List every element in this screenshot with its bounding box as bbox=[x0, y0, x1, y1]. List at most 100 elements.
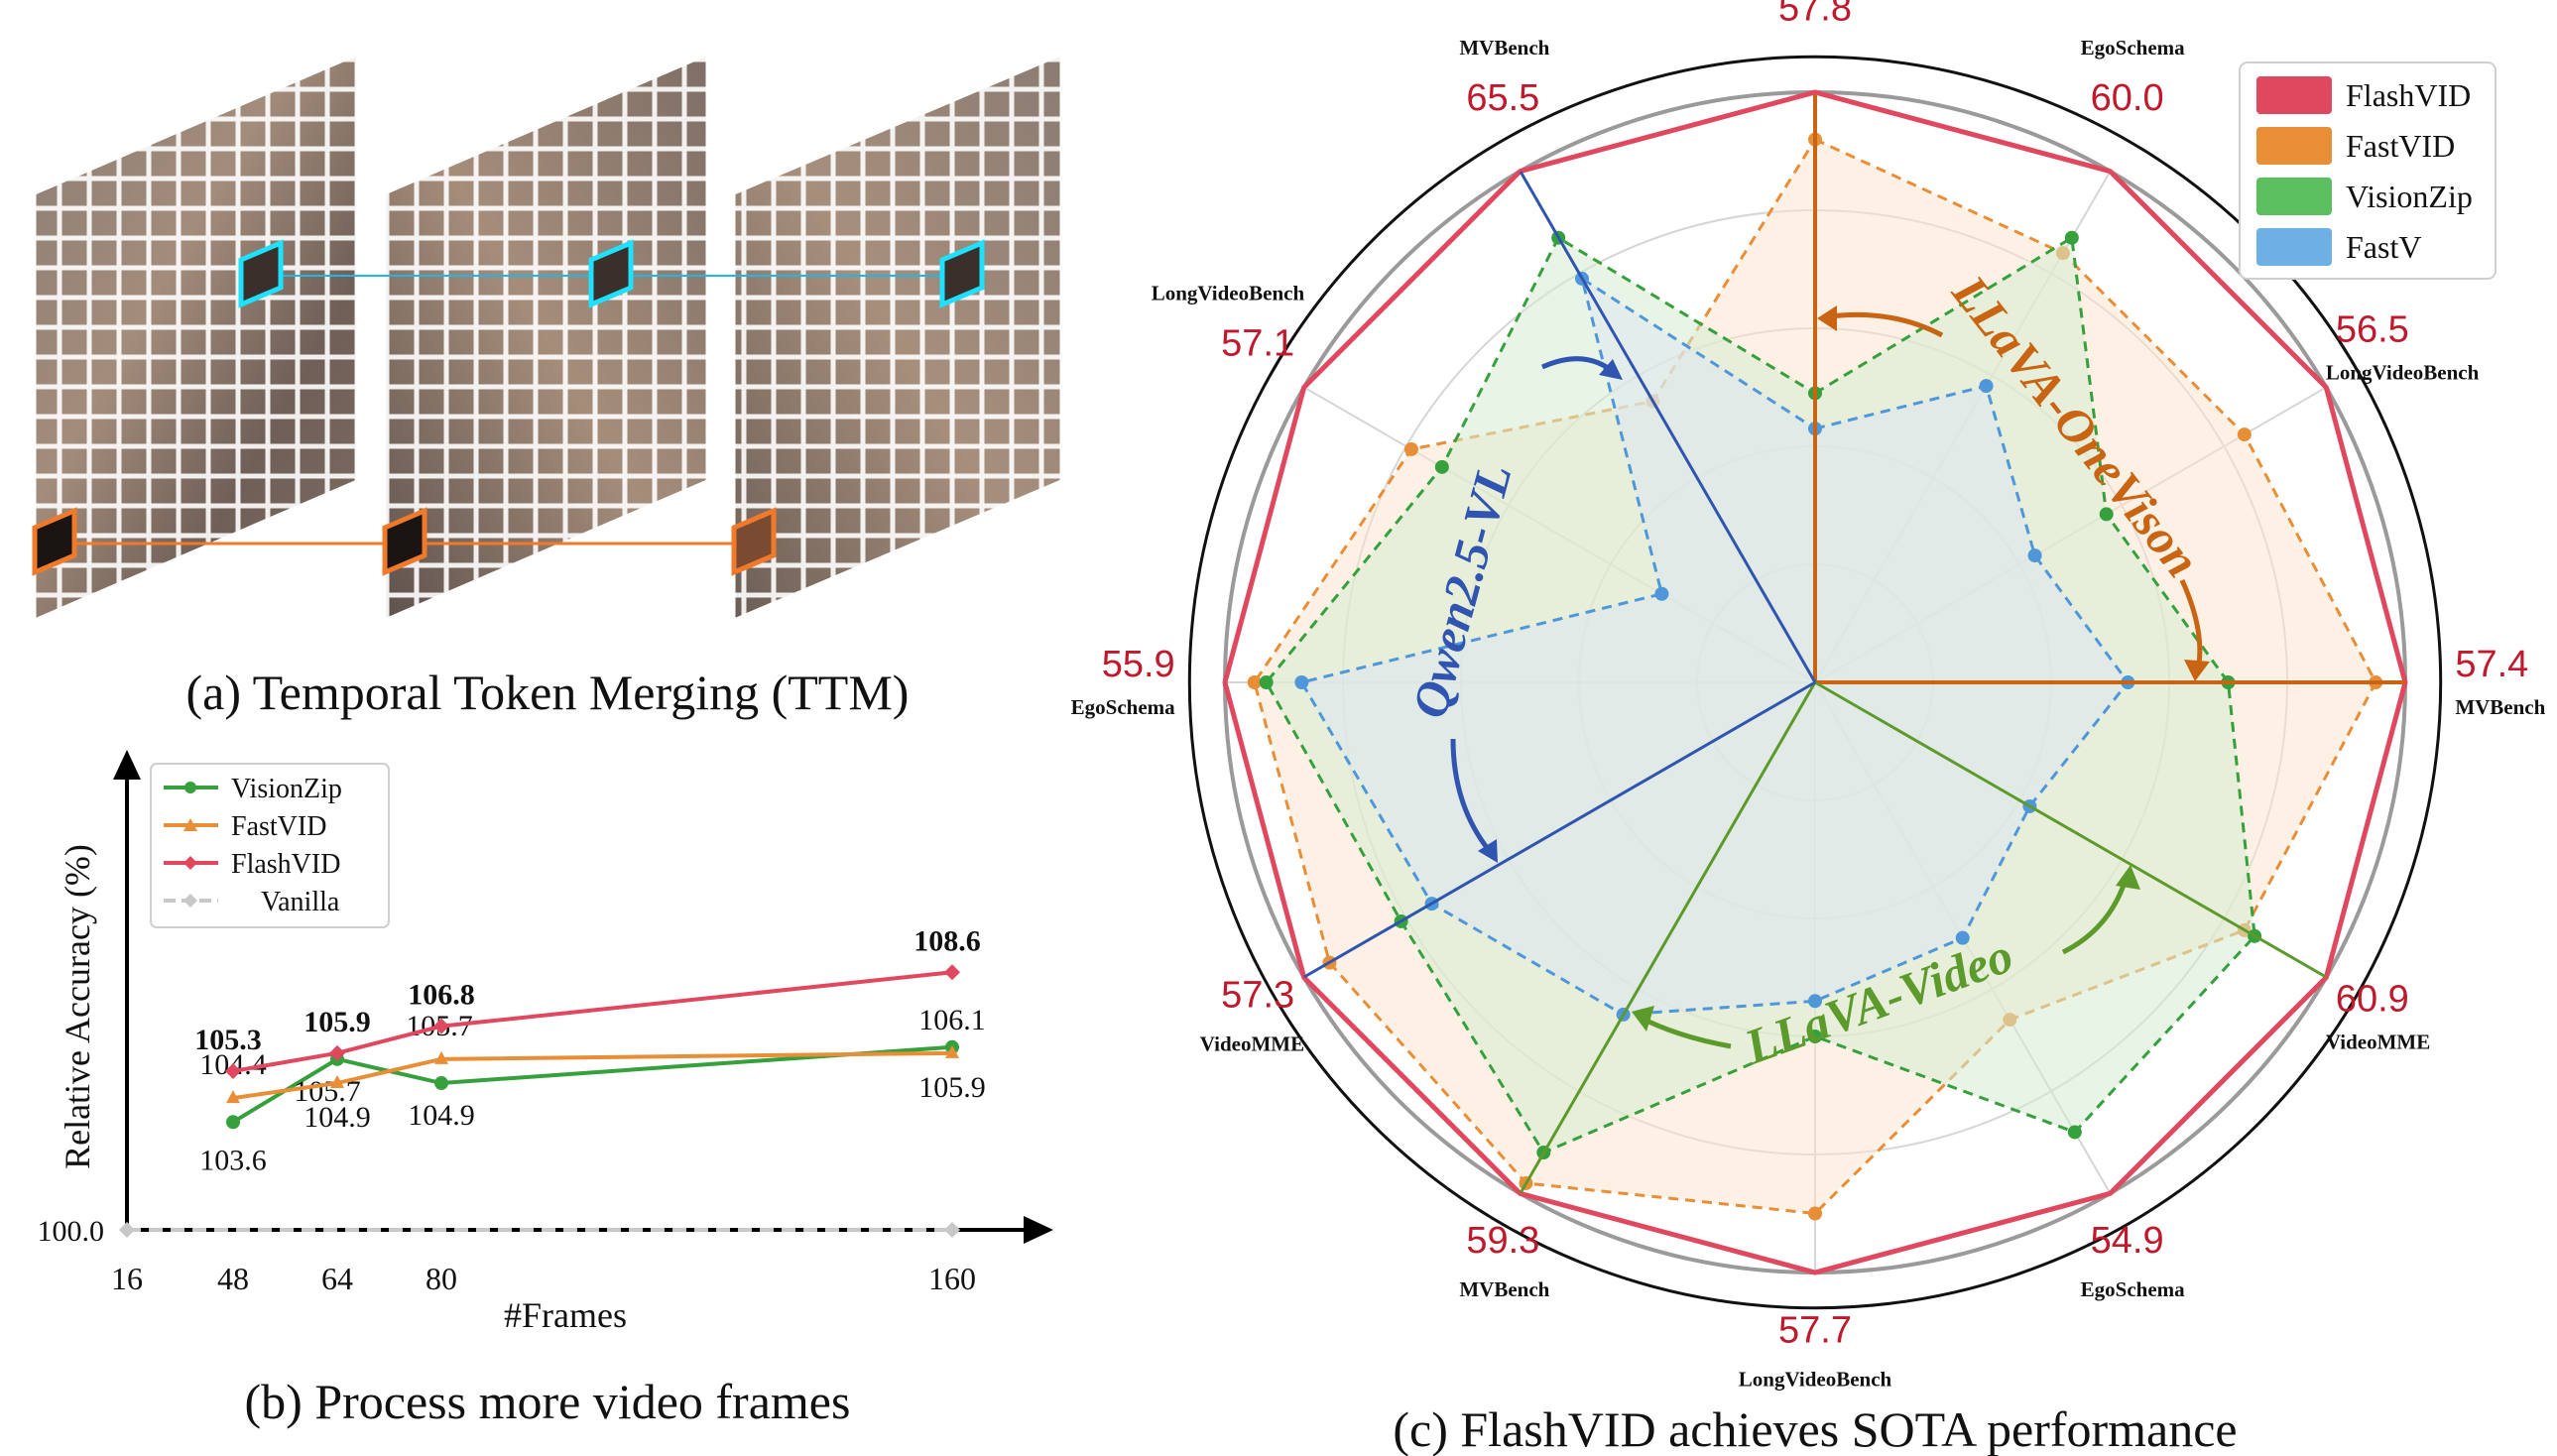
data-point bbox=[944, 964, 960, 981]
radar-series-fastv bbox=[1299, 275, 2131, 1017]
data-label: 106.1 bbox=[918, 1004, 986, 1036]
radar-axis-labels: 57.8VideoMME60.0EgoSchema56.5LongVideoBe… bbox=[1071, 0, 2546, 1391]
axis-name-label: LongVideoBench bbox=[1739, 1367, 1892, 1391]
line-chart-legend: VisionZip FastVID FlashVID Vanilla bbox=[150, 763, 390, 928]
qwen-arrow-bottom bbox=[1450, 738, 1495, 857]
axis-name-label: LongVideoBench bbox=[1152, 281, 1305, 304]
axis-value-label: 55.9 bbox=[1102, 644, 1175, 685]
axis-value-label: 56.5 bbox=[2336, 308, 2409, 350]
data-point bbox=[434, 1050, 448, 1064]
axis-name-label: VideoMME bbox=[1200, 1032, 1304, 1056]
line-chart-series: 103.6105.7104.9106.1104.4104.9105.7105.9… bbox=[119, 924, 986, 1238]
radar-point bbox=[2067, 1125, 2082, 1140]
video-frame-2 bbox=[383, 52, 709, 623]
qwen-axis-line-1 bbox=[1519, 171, 1817, 683]
radar-point bbox=[2027, 548, 2042, 563]
axis-name-label: VideoMME bbox=[2326, 1031, 2430, 1054]
radar-legend-fastvid: FastVID bbox=[2346, 128, 2455, 164]
data-point bbox=[226, 1090, 240, 1104]
data-point bbox=[119, 1222, 135, 1238]
data-label: 106.8 bbox=[408, 979, 475, 1012]
y-baseline-label: 100.0 bbox=[38, 1215, 105, 1248]
axis-value-label: 65.5 bbox=[1466, 77, 1539, 119]
radar-point bbox=[2064, 230, 2079, 245]
legend-visionzip-marker bbox=[184, 782, 196, 793]
y-axis-label: Relative Accuracy (%) bbox=[58, 844, 97, 1169]
panel-a-caption: (a) Temporal Token Merging (TTM) bbox=[186, 665, 910, 720]
cyan-token-3 bbox=[939, 239, 985, 308]
radar-point bbox=[1434, 459, 1449, 474]
cyan-token-1 bbox=[238, 239, 284, 308]
radar-point bbox=[1808, 1030, 1822, 1043]
axis-name-label: MVBench bbox=[1459, 36, 1549, 60]
video-frame-3 bbox=[732, 52, 1063, 623]
panel-b: Relative Accuracy (%) #Frames 100.0 16 48… bbox=[38, 750, 1053, 1429]
data-point bbox=[945, 1044, 959, 1058]
qwen-axis-line-2 bbox=[1303, 680, 1816, 979]
data-point bbox=[944, 1222, 960, 1238]
x-tick-label: 80 bbox=[426, 1261, 457, 1296]
x-axis-label: #Frames bbox=[504, 1295, 627, 1335]
radar-point bbox=[1979, 379, 1994, 394]
radar-point bbox=[1955, 930, 1970, 945]
radar-series-flashvid bbox=[1222, 89, 2408, 1275]
panel-c: LLaVA-OneVison LLaVA-Video Qwen2.5-VL 57… bbox=[1071, 0, 2546, 1456]
data-point bbox=[225, 1062, 241, 1079]
axis-value-label: 57.4 bbox=[2455, 644, 2528, 685]
axis-value-label: 54.9 bbox=[2091, 1220, 2164, 1262]
axis-name-label: EgoSchema bbox=[1071, 695, 1176, 719]
x-tick-label: 48 bbox=[217, 1261, 249, 1296]
data-point bbox=[330, 1075, 344, 1089]
x-tick-labels: 16 48 64 80 160 bbox=[111, 1261, 976, 1296]
data-label: 104.9 bbox=[304, 1101, 371, 1134]
radar-point bbox=[2099, 507, 2114, 522]
panel-b-caption: (b) Process more video frames bbox=[245, 1374, 851, 1429]
radar-point bbox=[1403, 441, 1418, 456]
data-label: 105.9 bbox=[918, 1071, 986, 1104]
legend-visionzip-swatch bbox=[2256, 178, 2332, 215]
axis-value-label: 57.7 bbox=[1778, 1309, 1852, 1351]
legend-flashvid-swatch bbox=[2256, 76, 2332, 114]
panel-a: (a) Temporal Token Merging (TTM) bbox=[32, 52, 1063, 720]
axis-name-label: MVBench bbox=[1459, 1277, 1549, 1301]
x-tick-label: 160 bbox=[928, 1261, 976, 1296]
orange-token-2 bbox=[382, 507, 427, 576]
llavavideo-axis-line-1 bbox=[1814, 680, 2327, 979]
radar-legend-visionzip: VisionZip bbox=[2346, 179, 2473, 214]
x-axis-arrow bbox=[1024, 1216, 1053, 1244]
legend-vanilla-marker bbox=[183, 894, 197, 908]
legend-fastvid: FastVID bbox=[231, 811, 326, 842]
legend-box bbox=[150, 763, 390, 928]
data-point bbox=[434, 1076, 448, 1091]
series-line-fastvid bbox=[232, 1050, 953, 1101]
data-label: 108.6 bbox=[913, 924, 981, 957]
llavavideo-axis-line-2 bbox=[1519, 681, 1817, 1194]
orange-token-1 bbox=[32, 507, 77, 576]
axis-name-label: LongVideoBench bbox=[2326, 360, 2480, 384]
orange-token-3 bbox=[731, 507, 777, 576]
radar-point bbox=[1808, 1206, 1822, 1221]
data-label: 105.3 bbox=[194, 1024, 262, 1056]
data-point bbox=[433, 1018, 449, 1034]
axis-name-label: EgoSchema bbox=[2081, 1277, 2186, 1301]
data-label: 105.9 bbox=[304, 1006, 371, 1038]
axis-name-label: EgoSchema bbox=[2081, 36, 2186, 60]
x-tick-label: 16 bbox=[111, 1261, 143, 1296]
panel-c-caption: (c) FlashVID achieves SOTA performance bbox=[1393, 1401, 2237, 1456]
radar-point bbox=[2237, 427, 2252, 442]
radar-legend-flashvid: FlashVID bbox=[2346, 77, 2471, 113]
radar-point bbox=[1247, 675, 1262, 689]
radar-point bbox=[1294, 675, 1309, 689]
series-line-flashvid bbox=[232, 970, 953, 1073]
axis-name-label: MVBench bbox=[2455, 695, 2545, 719]
outer-ring bbox=[1187, 55, 2443, 1310]
x-tick-label: 64 bbox=[321, 1261, 353, 1296]
axis-value-label: 60.9 bbox=[2336, 979, 2409, 1021]
data-point bbox=[226, 1115, 240, 1130]
legend-vanilla: Vanilla bbox=[261, 887, 340, 917]
radar-legend-fastv: FastV bbox=[2346, 229, 2421, 265]
radar-point bbox=[1808, 994, 1822, 1009]
radar-point bbox=[1259, 675, 1274, 689]
data-label: 103.6 bbox=[199, 1144, 267, 1176]
